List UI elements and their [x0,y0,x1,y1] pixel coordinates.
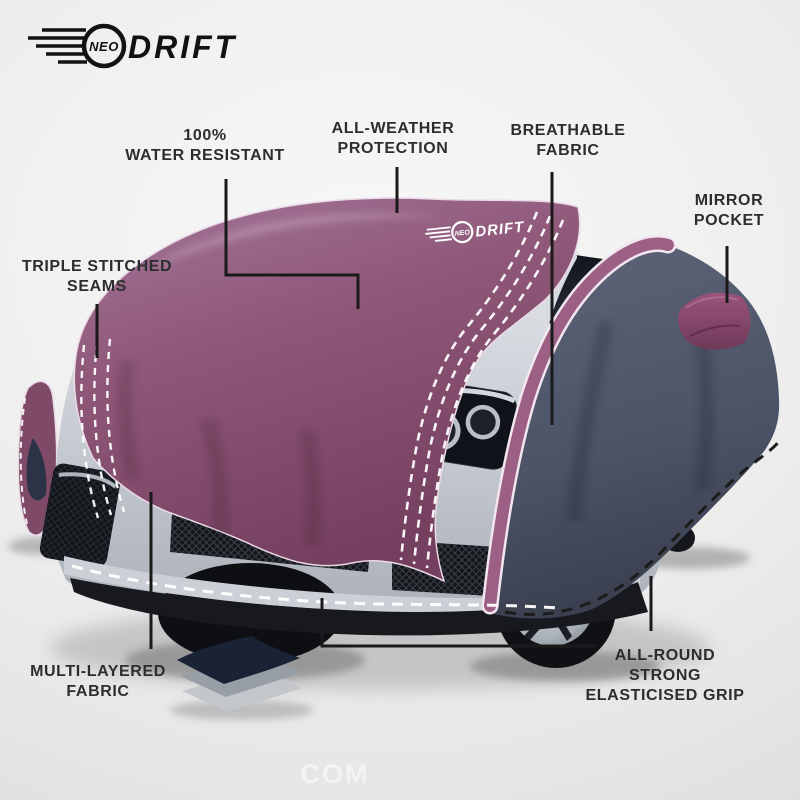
brand-logo: NEO DRIFT [28,23,237,69]
label-line: ALL-WEATHER [331,120,455,137]
hood-logo-drift-text: DRIFT [474,219,525,241]
speed-lines-icon [28,28,87,64]
label-line: MULTI-LAYERED [30,663,166,680]
label-line: BREATHABLE [510,122,626,139]
stitch-lines-right-edge [399,211,565,569]
label-line: FABRIC [66,683,130,700]
label-breathable: BREATHABLE FABRIC [510,121,625,161]
label-line: WATER RESISTANT [125,147,285,164]
logo-drift-text: DRIFT [128,29,237,65]
label-triple-stitched: TRIPLE STITCHED SEAMS [22,257,172,297]
bumper-lower-lip [70,578,648,636]
label-elasticised-grip: ALL-ROUND STRONG ELASTICISED GRIP [586,646,745,706]
watermark-text: COM [301,759,370,789]
label-line: 100% [183,127,227,144]
label-mirror-pocket: MIRROR POCKET [694,191,764,231]
fabric-layers-icon [177,636,302,712]
label-line: POCKET [693,212,765,229]
label-water-resistant: 100% WATER RESISTANT [125,126,285,166]
hood-logo-neo-text: NEO [455,229,471,238]
label-line: FABRIC [536,142,600,159]
front-cover-maroon: NEO DRIFT [73,197,581,583]
connector-elasticised-elbow [320,598,597,648]
left-headlight [39,463,121,567]
front-cover-body [73,197,581,583]
hood-logo-circle-icon [451,220,474,244]
label-line: PROTECTION [337,140,449,157]
label-line: STRONG [628,667,702,684]
cover-highlight [150,213,440,270]
label-multi-layered: MULTI-LAYERED FABRIC [30,662,166,702]
logo-neo-text: NEO [89,39,119,54]
label-line: TRIPLE STITCHED [21,258,173,275]
label-line: ALL-ROUND [614,647,716,664]
logo-circle-icon [81,23,127,69]
rear-cover-navy [481,235,780,619]
hood-logo-speed-lines-icon [425,226,453,242]
label-all-weather: ALL-WEATHER PROTECTION [332,119,455,159]
label-line: SEAMS [67,278,127,295]
mirror-pocket-patch [678,292,751,350]
label-line: ELASTICISED GRIP [585,687,745,704]
cover-folds [118,360,322,545]
callout-connectors [95,167,729,649]
elastic-hem-black-dashed [504,440,781,616]
rear-cover-trim-maroon [484,237,674,612]
connector-water-resistant [224,179,360,309]
hood-logo: NEO DRIFT [425,219,526,244]
label-line: MIRROR [694,192,764,209]
cover-flap-left [17,380,58,537]
